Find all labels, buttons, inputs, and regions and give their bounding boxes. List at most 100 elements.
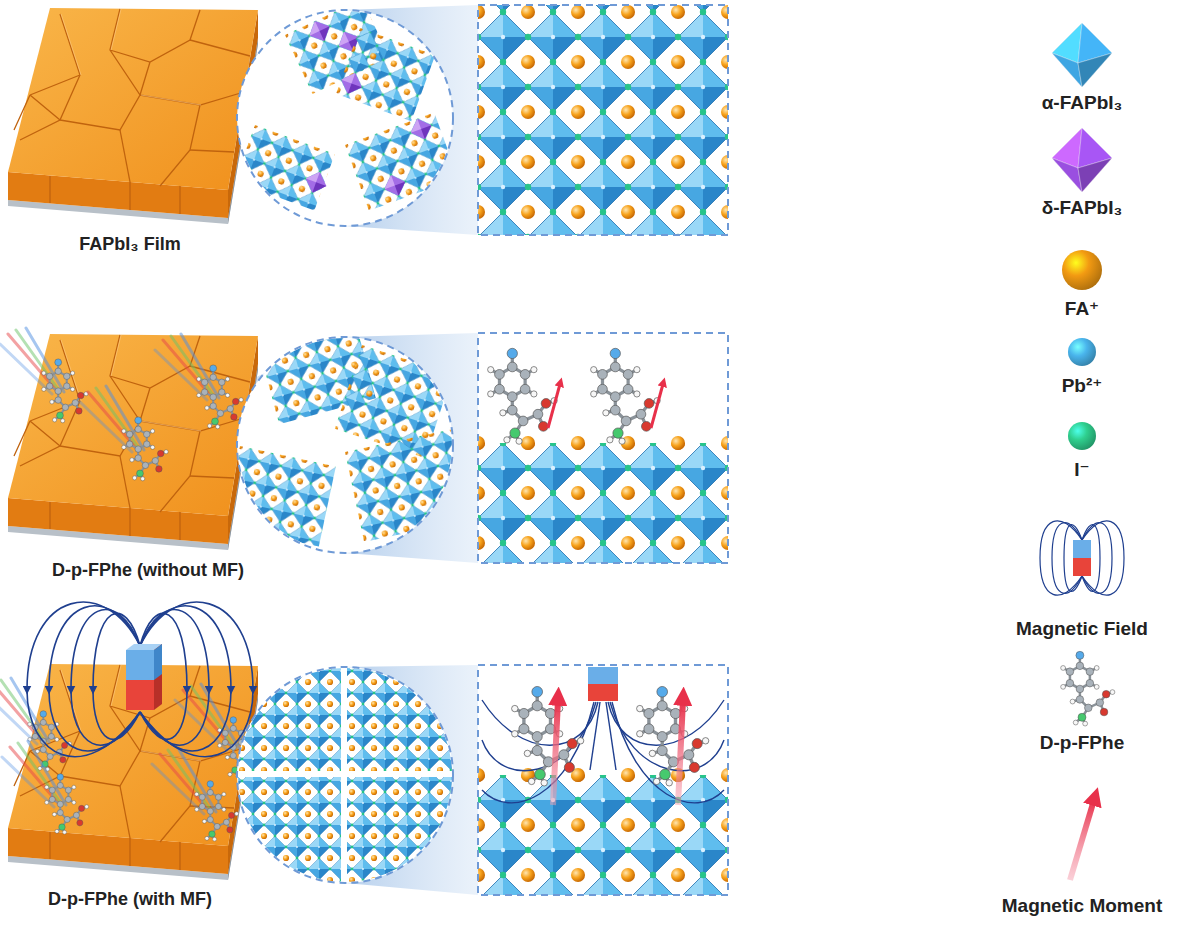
film-row-2-part [478,348,728,563]
film-row-1 [8,0,728,242]
film-row-1-part-part-part [407,115,435,143]
ion-sphere [1068,338,1096,366]
octahedron-face [1052,128,1112,192]
film-row-2-part [122,417,168,481]
film-row-1-part [478,5,728,235]
film-row-3-part-part [347,665,457,771]
film-row-3-part-part [553,700,558,805]
film-row-1-part [237,10,453,226]
octahedron-face [1052,53,1082,87]
film-row-2-part-part-part [521,436,535,450]
film-row-3-part-part [588,684,618,701]
film-row-1-part-part-part [345,113,458,211]
ion-sphere [1068,422,1096,450]
film-row-1-part-part [234,125,337,211]
legend-field-icon [1040,521,1124,595]
magnet-part [126,650,154,680]
film-row-1-part-part-part [234,125,334,210]
film-row-2-part-part-part [478,436,485,450]
film-row-3-part-part [235,665,341,771]
film-row-3-part-part [512,686,584,786]
legend-text: I⁻ [977,458,1187,481]
film-row-2-part-part-part [345,429,474,542]
film-row-3-part [478,665,728,895]
film-row-3-part-part [678,700,683,805]
magnetic-field-lines [27,602,253,757]
film-row-3-part-part [637,686,709,786]
film-row-2-part-part [488,348,558,444]
film-row-3-part-part-part [590,702,600,770]
magnet-part [154,644,162,710]
figure-label: D-p-FPhe (with MF) [0,889,280,910]
legend-text: Magnetic Moment [977,895,1187,917]
film-row-1-part [8,8,258,224]
film-row-1-part-part-part [302,168,330,196]
legend-swatch [1068,338,1096,366]
film-row-3-part-part-part [606,702,616,770]
film-row-3-part [152,748,216,814]
magnet-part [126,680,154,710]
film-row-1-part-part-part [478,5,728,235]
film-row-2-part [42,359,88,423]
octahedron-face [1052,158,1082,192]
film-row-2-part [478,333,728,563]
film-row-3-part-part [478,775,728,895]
film-row-3-part [237,667,453,883]
legend-text: Magnetic Field [977,618,1187,640]
film-row-2 [0,319,735,568]
film-row-2-part-part [651,384,663,428]
film-row-3-part-part-part [478,768,485,782]
film-row-1-part-part-part [305,16,334,45]
film-row-3 [0,602,735,900]
film-row-3-part [235,665,457,887]
magnet [126,644,162,710]
film-row-3-part-part [235,777,341,887]
film-row-3-part [45,774,89,834]
legend-molecule-icon [1061,651,1115,726]
film-row-3-part-part-part [621,768,635,782]
film-row-3-part [195,781,239,841]
film-row-1-part-part-part [337,69,365,97]
film-row-3-part-part-part [721,768,728,782]
figure-label: D-p-FPhe (without MF) [0,560,298,581]
legend-swatch [1052,128,1112,192]
film-row-1-part-part-part [381,171,409,199]
film-row-3-part-part [588,667,618,684]
ion-sphere [1062,250,1102,290]
film-row-3-part-part-part [478,775,728,895]
film-row-2-part [237,337,453,553]
film-row-2-part-part-part [478,443,728,563]
magnetic-field-lines-part [27,602,140,690]
film-row-2-part-part [478,443,728,563]
film-row-1-part [234,0,458,211]
film-row-2-part [0,328,64,394]
legend-swatch [1068,422,1096,450]
octahedron-face [1078,53,1112,87]
film-row-2-part-part [223,446,336,547]
film-row-2-part [80,386,144,452]
legend-moment-arrow [1070,800,1094,880]
magnet-part [154,644,162,680]
film-row-2-part-part-part [571,436,585,450]
film-row-1-part-part [345,113,458,211]
film-row-2-part-part-part [223,446,336,547]
film-row-2-part [8,334,258,550]
figure-label: FAPbI₃ Film [0,234,280,255]
legend-swatch [1062,250,1102,290]
film-row-3-part-part [347,777,457,887]
film-row-3-part [478,667,728,895]
film-row-2-part-part [548,384,560,428]
film-row-2-part-part-part [671,436,685,450]
film-row-3-part-part-part [612,702,724,803]
magnetic-field-lines-part [27,690,140,757]
film-row-1-part [478,5,728,235]
legend-text: FA⁺ [977,297,1187,320]
legend-text: Pb²⁺ [977,374,1187,397]
octahedron-face [1052,23,1112,87]
film-row-2-part [155,334,219,400]
legend-field-icon-part [1073,558,1091,576]
legend-field-icon-part [1073,540,1091,558]
film-row-1-part-part [478,5,728,235]
